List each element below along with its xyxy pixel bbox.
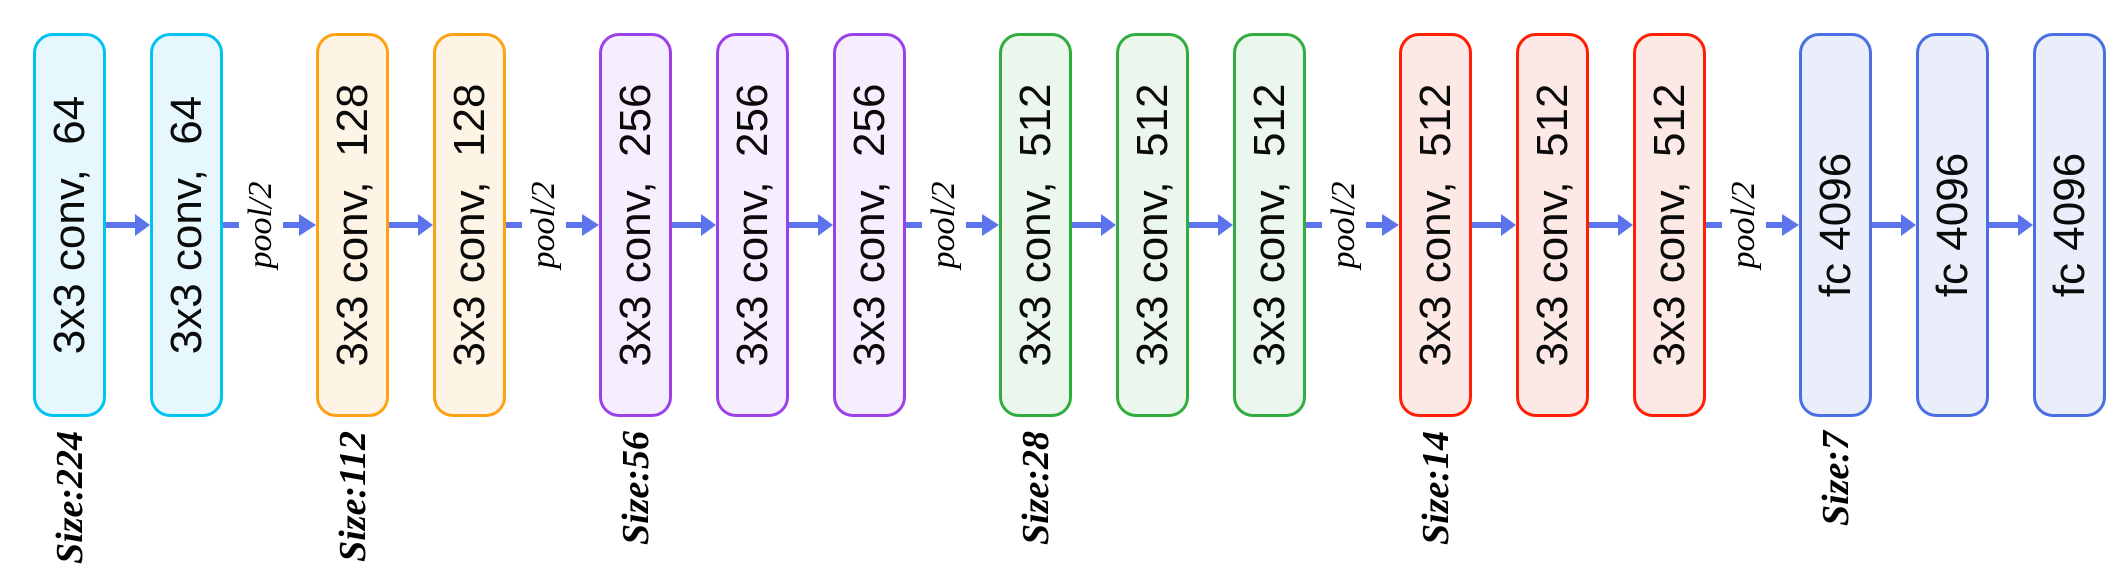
pool-label: pool/2: [522, 172, 566, 278]
size-label: Size:56: [614, 431, 657, 545]
flow-arrow: [1989, 33, 2033, 417]
arrow-icon: [1589, 214, 1633, 236]
block-label: 3x3 conv, 128: [327, 83, 377, 367]
conv-block: 3x3 conv, 256: [716, 33, 789, 417]
arrow-icon: [1472, 214, 1516, 236]
block-label: 3x3 conv, 512: [1010, 83, 1060, 367]
arrow-icon: [1989, 214, 2033, 236]
pool-arrow: pool/2: [1706, 33, 1799, 417]
conv-block: 3x3 conv, 128: [433, 33, 506, 417]
flow-arrow: [672, 33, 716, 417]
arrow-icon: [1189, 214, 1233, 236]
arrow-icon: [1072, 214, 1116, 236]
size-label: Size:224: [48, 431, 91, 564]
conv-block: 3x3 conv, 64 Size:224: [33, 33, 106, 564]
pool-label: pool/2: [1322, 172, 1366, 278]
pool-arrow: pool/2: [906, 33, 999, 417]
block-label: 3x3 conv, 64: [161, 95, 211, 355]
arrow-icon: [672, 214, 716, 236]
fc-block: fc 4096: [2033, 33, 2106, 417]
block-label: fc 4096: [1810, 152, 1860, 298]
block-label: 3x3 conv, 512: [1127, 83, 1177, 367]
size-label: Size:28: [1014, 431, 1057, 545]
flow-arrow: [1189, 33, 1233, 417]
conv-block: 3x3 conv, 256: [833, 33, 906, 417]
size-label: Size:7: [1814, 431, 1857, 526]
conv-block: 3x3 conv, 512: [1633, 33, 1706, 417]
arrow-icon: [389, 214, 433, 236]
conv-block: 3x3 conv, 512 Size:28: [999, 33, 1072, 545]
block-label: 3x3 conv, 256: [727, 83, 777, 367]
arrow-icon: [789, 214, 833, 236]
arrow-icon: [106, 214, 150, 236]
conv-block: 3x3 conv, 512: [1516, 33, 1589, 417]
pool-label: pool/2: [239, 172, 283, 278]
pool-arrow: pool/2: [223, 33, 316, 417]
block-label: 3x3 conv, 512: [1644, 83, 1694, 367]
flow-arrow: [789, 33, 833, 417]
conv-block: 3x3 conv, 64: [150, 33, 223, 417]
conv-block: 3x3 conv, 256 Size:56: [599, 33, 672, 545]
flow-arrow: [389, 33, 433, 417]
pool-label: pool/2: [1722, 172, 1766, 278]
block-label: 3x3 conv, 256: [844, 83, 894, 367]
conv-block: 3x3 conv, 512 Size:14: [1399, 33, 1472, 545]
layer-row: 3x3 conv, 64 Size:224 3x3 conv, 64 pool/…: [33, 33, 2106, 564]
conv-block: 3x3 conv, 512: [1116, 33, 1189, 417]
pool-arrow: pool/2: [1306, 33, 1399, 417]
fc-block: fc 4096 Size:7: [1799, 33, 1872, 526]
block-label: 3x3 conv, 128: [444, 83, 494, 367]
size-label: Size:112: [331, 431, 374, 562]
flow-arrow: [1072, 33, 1116, 417]
flow-arrow: [1589, 33, 1633, 417]
conv-block: 3x3 conv, 512: [1233, 33, 1306, 417]
block-label: fc 4096: [1927, 152, 1977, 298]
arrow-icon: [1872, 214, 1916, 236]
conv-block: 3x3 conv, 128 Size:112: [316, 33, 389, 562]
pool-label: pool/2: [922, 172, 966, 278]
flow-arrow: [1472, 33, 1516, 417]
pool-arrow: pool/2: [506, 33, 599, 417]
flow-arrow: [106, 33, 150, 417]
size-label: Size:14: [1414, 431, 1457, 545]
block-label: 3x3 conv, 256: [610, 83, 660, 367]
block-label: 3x3 conv, 512: [1410, 83, 1460, 367]
block-label: 3x3 conv, 512: [1244, 83, 1294, 367]
block-label: 3x3 conv, 64: [44, 95, 94, 355]
fc-block: fc 4096: [1916, 33, 1989, 417]
block-label: 3x3 conv, 512: [1527, 83, 1577, 367]
block-label: fc 4096: [2044, 152, 2094, 298]
flow-arrow: [1872, 33, 1916, 417]
